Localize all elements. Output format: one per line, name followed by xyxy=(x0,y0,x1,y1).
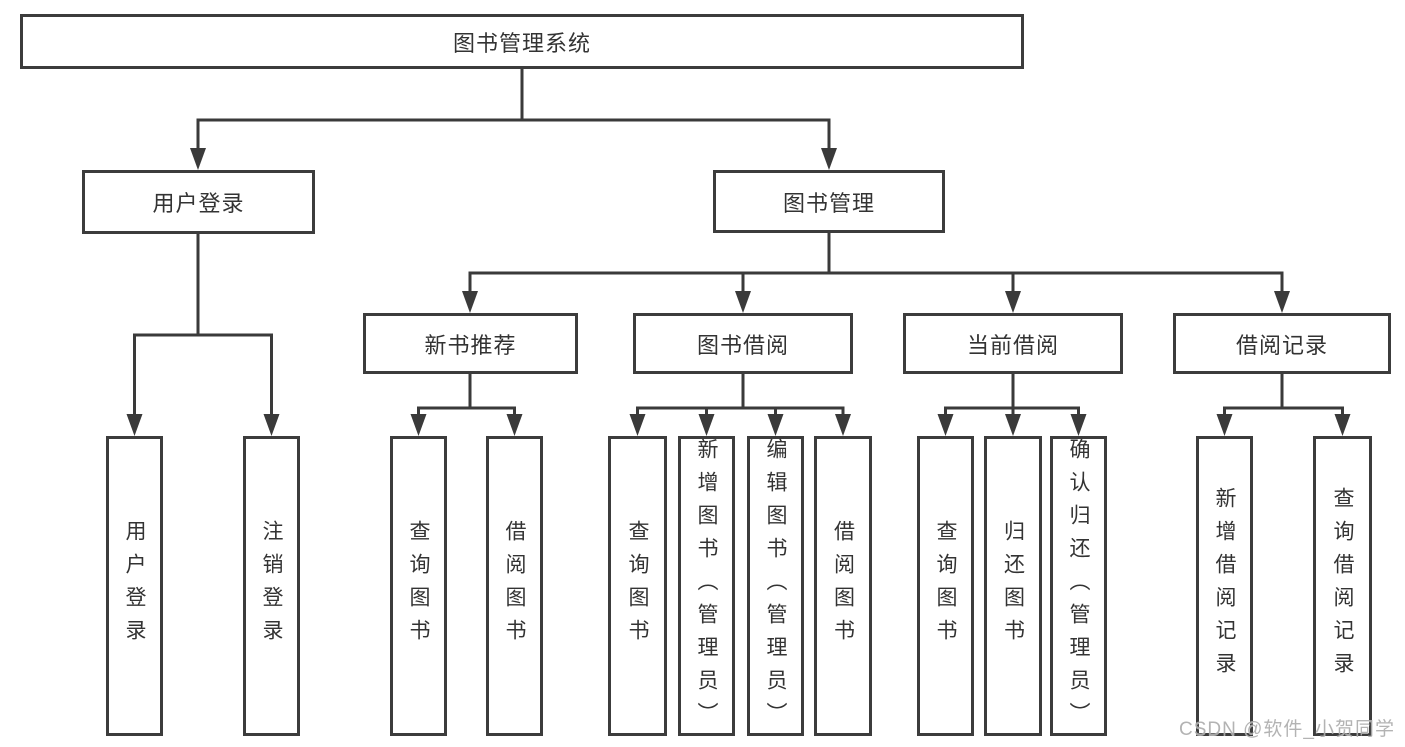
leaf-borrow-books: 借阅图书 xyxy=(814,436,872,736)
node-borrowing-records: 借阅记录 xyxy=(1173,313,1391,374)
leaf-label: 归还图书 xyxy=(1001,520,1025,652)
leaf-label: 用户登录 xyxy=(123,520,146,652)
csdn-watermark: CSDN @软件_小贺同学 xyxy=(1179,719,1395,740)
leaf-query-books-current: 查询图书 xyxy=(917,436,974,736)
leaf-add-borrow-record: 新增借阅记录 xyxy=(1196,436,1253,736)
leaf-label: 新增借阅记录 xyxy=(1213,487,1236,685)
leaf-label: 查询借阅记录 xyxy=(1331,487,1354,685)
leaf-add-books-admin: 新增图书（管理员） xyxy=(678,436,735,736)
connector-userlogin-to-leaves xyxy=(126,234,280,436)
node-book-borrowing: 图书借阅 xyxy=(633,313,853,374)
leaf-user-login: 用户登录 xyxy=(106,436,163,736)
leaf-query-borrow-record: 查询借阅记录 xyxy=(1313,436,1372,736)
leaf-query-books-borrow: 查询图书 xyxy=(608,436,667,736)
leaf-borrow-books-recommend: 借阅图书 xyxy=(486,436,543,736)
node-user-login-branch: 用户登录 xyxy=(82,170,315,234)
node-root-label: 图书管理系统 xyxy=(452,30,591,56)
node-new-book-recommend: 新书推荐 xyxy=(363,313,578,374)
node-current-borrowing: 当前借阅 xyxy=(903,313,1123,374)
leaf-query-books-recommend: 查询图书 xyxy=(390,436,447,736)
leaf-return-books: 归还图书 xyxy=(984,436,1042,736)
leaf-logout: 注销登录 xyxy=(243,436,300,736)
node-label: 图书管理 xyxy=(782,190,875,216)
node-label: 当前借阅 xyxy=(966,332,1059,358)
leaf-label: 查询图书 xyxy=(626,520,649,652)
leaf-label: 借阅图书 xyxy=(831,520,855,652)
leaf-label: 注销登录 xyxy=(260,520,283,652)
node-root-library-system: 图书管理系统 xyxy=(20,14,1024,69)
connector-borrow-to-leaves xyxy=(629,374,851,436)
node-label: 借阅记录 xyxy=(1235,332,1328,358)
leaf-confirm-return-admin: 确认归还（管理员） xyxy=(1050,436,1107,736)
leaf-label: 借阅图书 xyxy=(503,520,526,652)
connector-current-to-leaves xyxy=(937,374,1087,436)
node-book-management-branch: 图书管理 xyxy=(713,170,945,233)
leaf-label: 新增图书（管理员） xyxy=(695,437,718,735)
leaf-label: 确认归还（管理员） xyxy=(1067,437,1090,735)
connector-root-to-level2 xyxy=(190,69,837,170)
leaf-label: 编辑图书（管理员） xyxy=(764,437,787,735)
leaf-edit-books-admin: 编辑图书（管理员） xyxy=(747,436,804,736)
connector-newbooks-to-leaves xyxy=(410,374,523,436)
node-label: 新书推荐 xyxy=(424,332,517,358)
node-label: 图书借阅 xyxy=(696,332,789,358)
leaf-label: 查询图书 xyxy=(934,520,957,652)
node-label: 用户登录 xyxy=(152,191,245,216)
connector-bookmgmt-to-level3 xyxy=(462,233,1290,313)
connector-records-to-leaves xyxy=(1216,374,1351,436)
leaf-label: 查询图书 xyxy=(407,520,430,652)
